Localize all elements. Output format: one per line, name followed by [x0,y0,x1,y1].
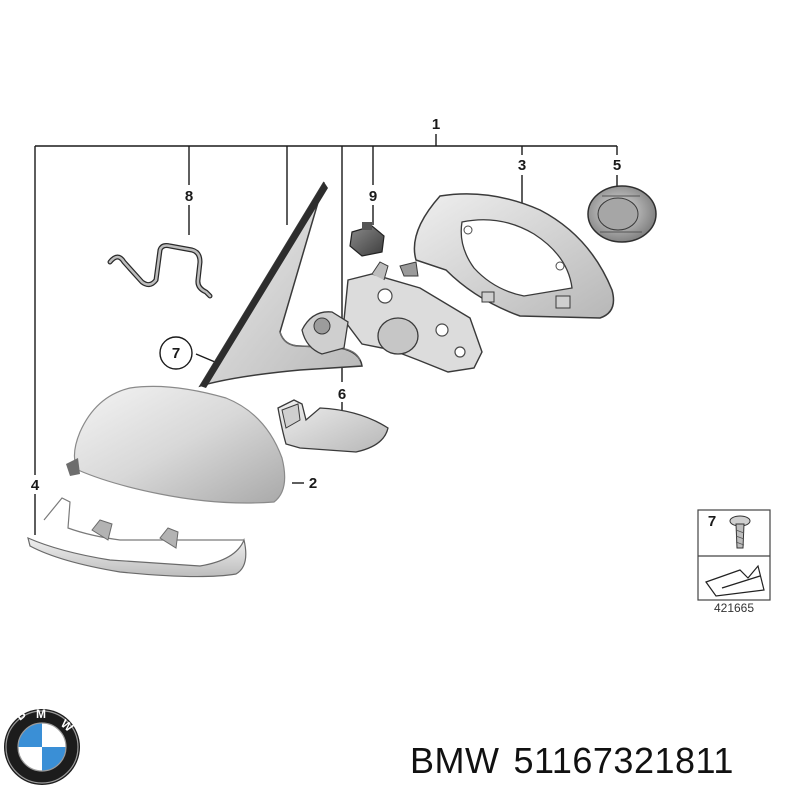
bmw-logo: B M W [4,707,80,785]
part-actuator-carrier [301,261,483,373]
callout-2: 2 [309,475,317,492]
part-caption: BMW 51167321811 [410,740,748,782]
callout-8: 8 [185,188,193,205]
part-mirror-base [198,181,363,388]
brand-name: BMW [410,740,500,781]
part-housing-frame-3 [399,193,615,319]
callout-6: 6 [338,386,346,403]
part-trim-strip-4 [27,497,247,578]
callout-1: 1 [432,116,440,133]
callout-3: 3 [518,157,526,174]
hardware-ref-number: 421665 [714,601,754,615]
part-motor-5 [587,185,657,243]
part-wire-harness [107,243,213,299]
callout-4: 4 [31,477,40,494]
callout-7-circle [159,336,193,370]
part-connector-9 [349,222,385,257]
callout-9: 9 [369,188,377,205]
hardware-item-number: 7 [708,513,716,530]
part-mirror-cap-2 [66,385,286,504]
arrow-icon [705,564,765,597]
part-number: 51167321811 [513,740,734,781]
callout-5: 5 [613,157,621,174]
callouts: 1 2 3 4 5 6 8 9 7 [31,116,621,494]
hardware-box: 7 421665 [697,509,771,615]
screw-icon [729,515,751,549]
part-holder-6 [277,399,389,453]
svg-text:M: M [36,707,46,721]
callout-7: 7 [172,345,180,362]
